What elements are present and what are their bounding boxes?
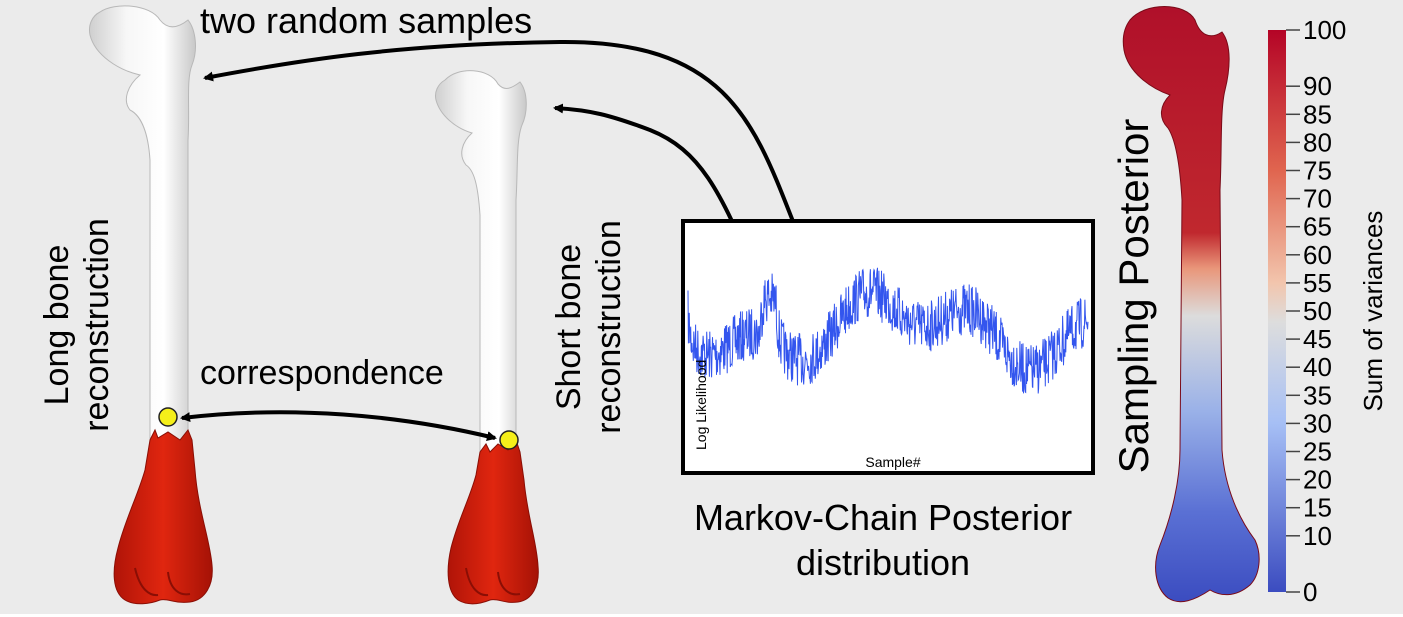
colorbar-tick-label: 100	[1303, 15, 1346, 45]
colorbar-tick-label: 40	[1303, 352, 1332, 382]
colorbar-tick-label: 15	[1303, 493, 1332, 523]
two-random-samples-label: two random samples	[200, 0, 532, 41]
colorbar-tick-label: 45	[1303, 324, 1332, 354]
sample-arrow-to-long-bone	[203, 39, 822, 286]
trace-ylabel: Log Likelihood	[693, 360, 709, 450]
short-bone-model	[435, 70, 539, 605]
colorbar-tick-label: 80	[1303, 127, 1332, 157]
colorbar-tick-label: 0	[1303, 577, 1317, 607]
short-bone-label: Short bone reconstruction	[550, 220, 628, 434]
long-bone-model	[89, 5, 213, 605]
sample-arrow-to-short-bone	[553, 103, 758, 277]
bottom-divider	[0, 614, 1403, 617]
landmark-point-short	[499, 430, 519, 450]
colorbar-tick-label: 75	[1303, 156, 1332, 186]
short-bone-label-line2: reconstruction	[590, 220, 628, 434]
colorbar-tick-label: 85	[1303, 99, 1332, 129]
trace-xlabel: Sample#	[865, 454, 920, 470]
colorbar-tick-label: 20	[1303, 465, 1332, 495]
colorbar-tick-label: 60	[1303, 240, 1332, 270]
markov-label-line1: Markov-Chain Posterior	[694, 497, 1072, 538]
colorbar-gradient	[1268, 30, 1286, 592]
long-bone-label-line1b: Long bone	[38, 245, 76, 406]
sampling-posterior-label: Sampling Posterior	[1110, 119, 1157, 474]
colorbar-title: Sum of variances	[1358, 211, 1388, 412]
colorbar-tick-label: 70	[1303, 184, 1332, 214]
posterior-variance-bone	[1122, 6, 1260, 603]
trace-plot: Log Likelihood Sample#	[681, 219, 1095, 475]
colorbar-tick-label: 90	[1303, 71, 1332, 101]
markov-label-line2: distribution	[796, 542, 970, 583]
log-likelihood-trace	[687, 267, 1089, 394]
colorbar-tick-label: 25	[1303, 437, 1332, 467]
colorbar-tick-label: 30	[1303, 408, 1332, 438]
landmark-point-long	[158, 407, 178, 427]
short-bone-label-line1: Short bone	[550, 244, 588, 410]
colorbar-tick-label: 50	[1303, 296, 1332, 326]
long-bone-label: Long bone reconstruction	[38, 218, 116, 432]
colorbar-tick-label: 65	[1303, 212, 1332, 242]
correspondence-label: correspondence	[200, 354, 444, 392]
long-bone-label-line2: reconstruction	[78, 218, 116, 432]
colorbar-tick-label: 55	[1303, 268, 1332, 298]
colorbar-tick-label: 35	[1303, 380, 1332, 410]
colorbar-tick-label: 10	[1303, 521, 1332, 551]
correspondence-arrow	[180, 410, 497, 441]
